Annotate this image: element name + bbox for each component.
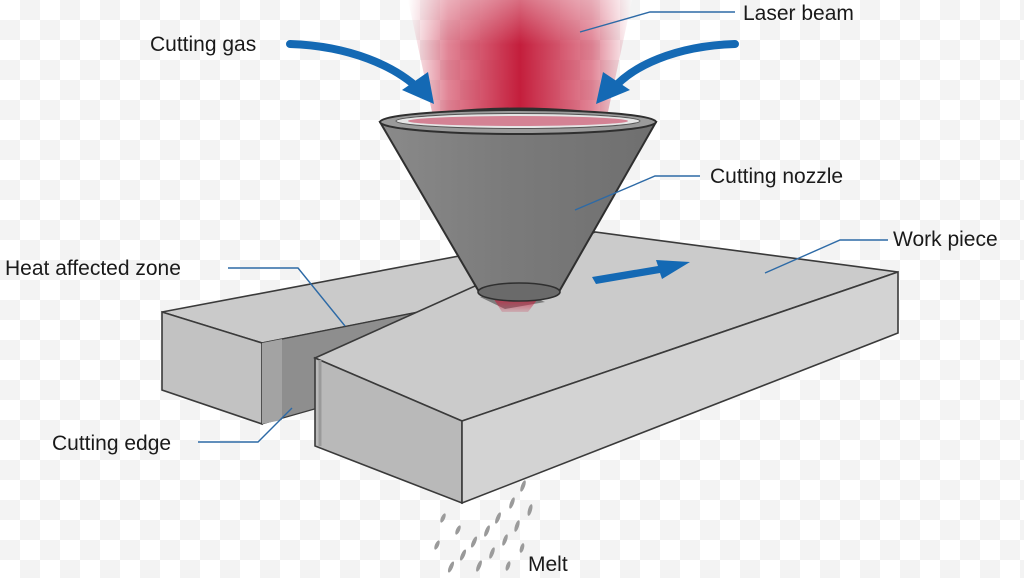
curved-arrow-icon (286, 40, 434, 104)
leader-work-piece (764, 239, 888, 274)
label-melt: Melt (528, 553, 568, 576)
leader-cutting-edge (198, 407, 293, 443)
label-cutting-gas: Cutting gas (150, 33, 256, 56)
label-cutting-nozzle: Cutting nozzle (710, 165, 843, 188)
cutting-nozzle (378, 107, 658, 302)
leader-lines (198, 11, 888, 443)
label-laser-beam: Laser beam (743, 2, 854, 25)
leader-laser-beam (579, 11, 735, 33)
laser-beam (408, 0, 632, 112)
melt-particles (434, 480, 533, 573)
direction-arrow-icon (592, 260, 690, 284)
label-heat-affected-zone: Heat affected zone (5, 257, 181, 280)
work-piece-right-block (313, 231, 899, 505)
leader-heat-affected-zone (228, 267, 346, 327)
leader-cutting-nozzle (574, 175, 700, 211)
label-work-piece: Work piece (893, 228, 998, 251)
label-cutting-edge: Cutting edge (52, 432, 171, 455)
curved-arrow-icon (596, 40, 739, 104)
